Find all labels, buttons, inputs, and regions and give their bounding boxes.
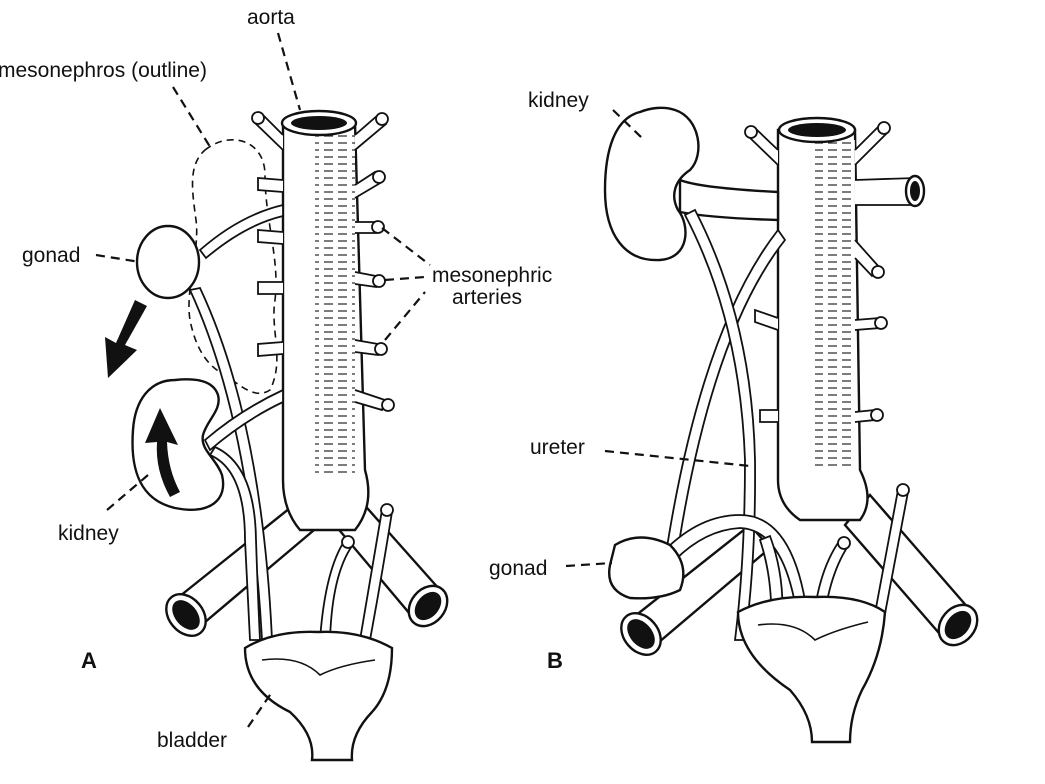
- gonad-b: [608, 536, 685, 600]
- panel-letter-a: A: [81, 648, 97, 673]
- label-kidney-a: kidney: [58, 522, 119, 545]
- bladder-b: [736, 595, 887, 744]
- mesonephros-leader: [172, 86, 213, 151]
- mesonephric-artery-stub: [354, 271, 386, 289]
- label-arteries: arteries: [452, 286, 522, 309]
- gonadal-vessel-a: [198, 203, 284, 260]
- label-ureter: ureter: [530, 436, 585, 459]
- mesonephric-artery-stub: [354, 339, 388, 357]
- label-gonad-b: gonad: [489, 557, 547, 580]
- label-mesonephric: mesonephric: [432, 264, 552, 287]
- renal-vessel-a: [203, 388, 284, 452]
- aorta-a: [280, 109, 370, 532]
- label-mesonephros: mesonephros (outline): [0, 59, 207, 82]
- gonad-b-leader: [565, 561, 613, 568]
- label-kidney-b: kidney: [528, 89, 589, 112]
- mesonephric-arteries-leader-1: [381, 227, 431, 266]
- gonad-a: [135, 224, 201, 300]
- mesonephric-artery-stub: [354, 170, 386, 199]
- bladder-leader: [247, 691, 273, 728]
- aorta-b: [776, 116, 869, 522]
- kidney-b-leader: [612, 109, 643, 139]
- kidney-a-leader: [106, 474, 149, 511]
- iliac-artery-left-b: [620, 523, 772, 656]
- mesonephric-artery-stub: [355, 220, 385, 234]
- label-bladder: bladder: [157, 729, 227, 752]
- aorta-leader: [276, 32, 302, 111]
- label-gonad-a: gonad: [22, 244, 80, 267]
- mesonephric-arteries-leader-2: [384, 275, 426, 282]
- gonad-a-leader: [95, 253, 141, 264]
- mesonephric-arteries-a: [251, 111, 395, 412]
- ascent-arrow-icon: [145, 408, 180, 497]
- mesonephric-artery-stub: [354, 112, 389, 151]
- panel-b: kidney ureter gonad B: [489, 89, 979, 744]
- panel-a: aorta mesonephros (outline) gonad mesone…: [0, 6, 552, 762]
- aortic-branches-b: [744, 121, 926, 423]
- bladder-a: [243, 630, 394, 762]
- label-aorta: aorta: [247, 6, 295, 29]
- panel-letter-b: B: [547, 648, 563, 673]
- mesonephric-arteries-leader-3: [384, 291, 426, 341]
- mesonephric-artery-stub: [251, 111, 284, 151]
- mesonephric-artery-stub: [354, 389, 395, 412]
- iliac-artery-right: [333, 498, 449, 628]
- descent-arrow-icon: [105, 300, 147, 378]
- mesonephros-outline: [188, 139, 278, 395]
- ureter-leader: [604, 449, 751, 468]
